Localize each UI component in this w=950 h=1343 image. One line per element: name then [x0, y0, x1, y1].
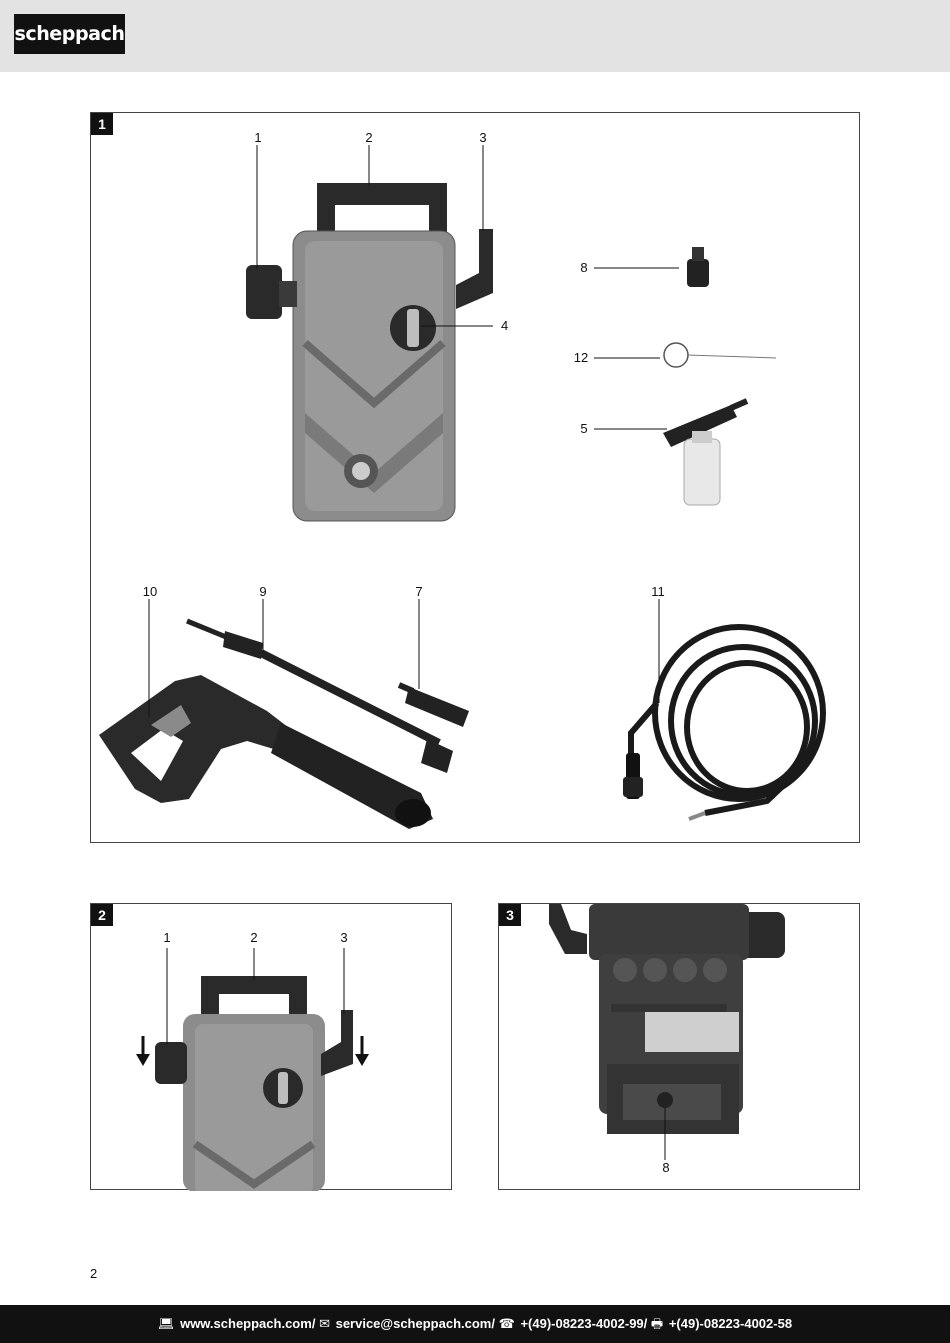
foam-nozzle-illustration — [663, 398, 749, 506]
callout-4: 4 — [501, 318, 509, 333]
callout-1: 1 — [254, 130, 262, 145]
arrow-down-icon — [355, 1036, 369, 1066]
figure-2-illustration — [136, 948, 369, 1191]
callout-5: 5 — [580, 421, 588, 436]
callout-2: 2 — [250, 930, 258, 945]
hose-illustration — [628, 624, 826, 816]
page-header: scheppach — [0, 0, 950, 72]
coupling-illustration — [687, 247, 709, 287]
page-number: 2 — [90, 1266, 98, 1281]
arrow-down-icon — [136, 1036, 150, 1066]
figure-2-number: 2 — [91, 904, 113, 926]
footer-phone: +(49)-08223-4002-99 — [520, 1316, 644, 1331]
callout-3: 3 — [340, 930, 348, 945]
figure-3: 3 8 — [498, 903, 860, 1190]
callout-7: 7 — [415, 584, 423, 599]
spray-nozzle-illustration — [397, 682, 469, 727]
footer-fax: +(49)-08223-4002-58 — [668, 1316, 793, 1331]
page-footer: 💻︎ www.scheppach.com / ✉︎ service@schepp… — [0, 1305, 950, 1343]
footer-website[interactable]: www.scheppach.com — [180, 1316, 312, 1331]
callout-2: 2 — [365, 130, 373, 145]
spray-gun-illustration — [99, 675, 433, 829]
figure-1-illustration — [99, 145, 826, 829]
footer-email[interactable]: service@scheppach.com — [335, 1316, 492, 1331]
callout-10: 10 — [142, 584, 158, 599]
callout-1: 1 — [163, 930, 171, 945]
callout-12: 12 — [573, 350, 589, 365]
fax-icon: 🖶︎ — [650, 1316, 664, 1331]
callout-leader-lines — [148, 145, 679, 717]
callout-3: 3 — [479, 130, 487, 145]
callout-8: 8 — [662, 1160, 670, 1175]
figure-3-number: 3 — [499, 904, 521, 926]
mail-icon: ✉︎ — [319, 1316, 330, 1331]
figure-3-illustration — [549, 904, 785, 1160]
laptop-icon: 💻︎ — [157, 1316, 175, 1331]
cleaning-needle-illustration — [663, 342, 777, 368]
callout-8: 8 — [580, 260, 588, 275]
callout-9: 9 — [259, 584, 267, 599]
scheppach-logo: scheppach — [14, 14, 125, 54]
phone-icon: ☎︎ — [498, 1316, 515, 1331]
spray-lance-illustration — [186, 618, 453, 773]
figure-1: 1 — [90, 112, 860, 843]
pressure-washer-illustration — [246, 183, 493, 522]
figure-1-number: 1 — [91, 113, 113, 135]
callout-11: 11 — [651, 584, 665, 599]
figure-2: 2 1 2 3 — [90, 903, 452, 1191]
